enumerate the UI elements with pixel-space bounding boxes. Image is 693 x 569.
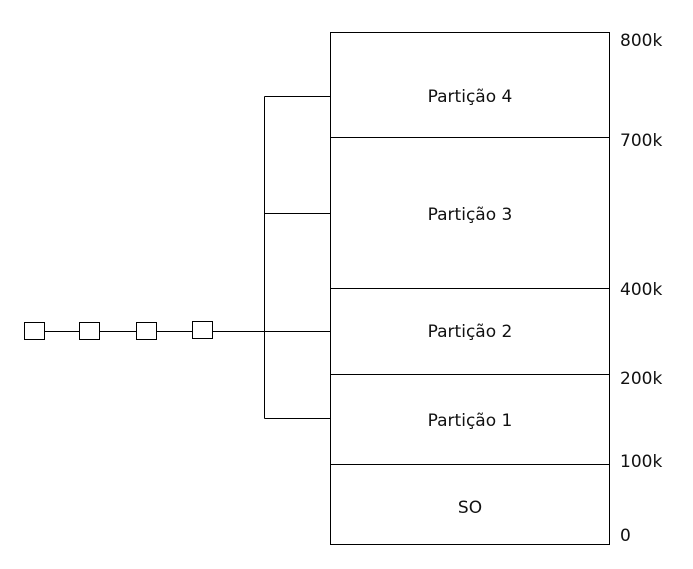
partition-3-box <box>330 137 610 289</box>
address-label-700k: 700k <box>620 131 662 151</box>
so-box <box>330 464 610 545</box>
partition-4-box <box>330 32 610 138</box>
partition-4-label: Partição 4 <box>428 87 513 107</box>
so-label: SO <box>458 498 482 518</box>
address-label-400k: 400k <box>620 280 662 300</box>
address-label-100k: 100k <box>620 452 662 472</box>
partition-1-box <box>330 374 610 465</box>
queue-job-1 <box>24 322 45 340</box>
partition-3-label: Partição 3 <box>428 205 513 225</box>
address-labels: 800k 700k 400k 200k 100k 0 <box>620 31 662 546</box>
partition-2-label: Partição 2 <box>428 322 513 342</box>
queue-job-3 <box>136 322 157 340</box>
memory-block: Partição 4 Partição 3 Partição 2 Partiçã… <box>330 32 610 545</box>
partition-2-box <box>330 288 610 375</box>
queue-job-2 <box>79 322 100 340</box>
address-label-800k: 800k <box>620 31 662 51</box>
queue-job-4 <box>192 321 213 339</box>
partition-1-label: Partição 1 <box>428 411 513 431</box>
distribution-bracket <box>264 96 331 419</box>
address-label-200k: 200k <box>620 369 662 389</box>
input-queue <box>24 321 265 340</box>
address-label-0: 0 <box>620 526 631 546</box>
